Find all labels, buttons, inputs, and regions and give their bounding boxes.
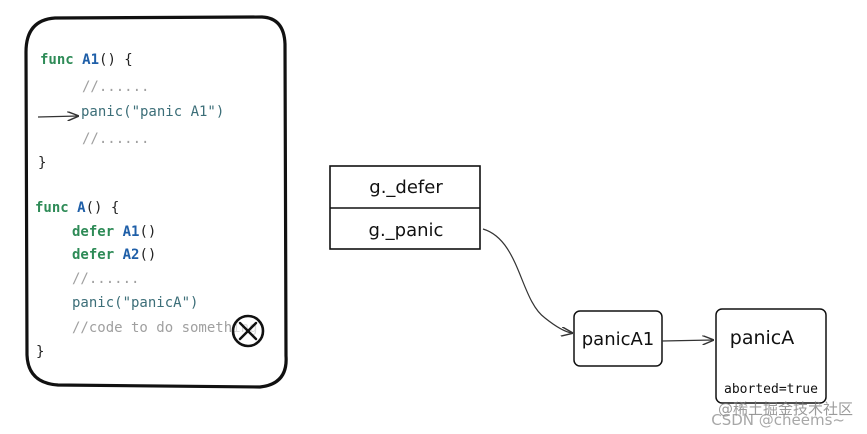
- panic-a1-label: panicA1: [582, 329, 655, 350]
- code-line-defer-a2: defer A2(): [72, 247, 156, 263]
- keyword-func: func: [40, 52, 74, 68]
- code-line-panic-a: panic("panicA"): [72, 295, 198, 311]
- panic-link-arrow: [482, 228, 572, 333]
- code-comment: //......: [82, 79, 149, 95]
- g-panic-field: g._panic: [369, 220, 444, 241]
- g-struct-box: [329, 165, 481, 250]
- code-close-brace: }: [36, 344, 44, 360]
- panic-a1-box: [573, 310, 663, 367]
- code-panel: [24, 15, 288, 389]
- watermark-juejin: @稀土掘金技术社区: [718, 400, 853, 418]
- code-comment-code-to-do: //code to do something: [72, 320, 257, 336]
- code-comment: //......: [72, 271, 139, 287]
- panic-a-box: [715, 308, 827, 404]
- keyword-func: func: [35, 200, 69, 216]
- watermark-csdn: CSDN @cheems~: [711, 411, 845, 429]
- code-line-a-signature: func A() {: [35, 200, 119, 216]
- execution-pointer-arrow: [37, 116, 78, 117]
- panic-a-aborted: aborted=true: [724, 382, 818, 397]
- panic-a-label: panicA: [730, 327, 794, 349]
- code-line-defer-a1: defer A1(): [72, 224, 156, 240]
- func-name-a: A: [77, 200, 86, 216]
- code-comment: //......: [82, 131, 149, 147]
- func-name-a1: A1: [82, 52, 99, 68]
- code-line-a1-signature: func A1() {: [40, 52, 133, 68]
- circled-x-icon: [231, 314, 265, 348]
- panic-chain-arrow: [661, 340, 713, 341]
- code-close-brace: }: [38, 155, 46, 171]
- g-defer-field: g._defer: [369, 177, 443, 198]
- code-line-panic-a1: panic("panic A1"): [81, 104, 224, 120]
